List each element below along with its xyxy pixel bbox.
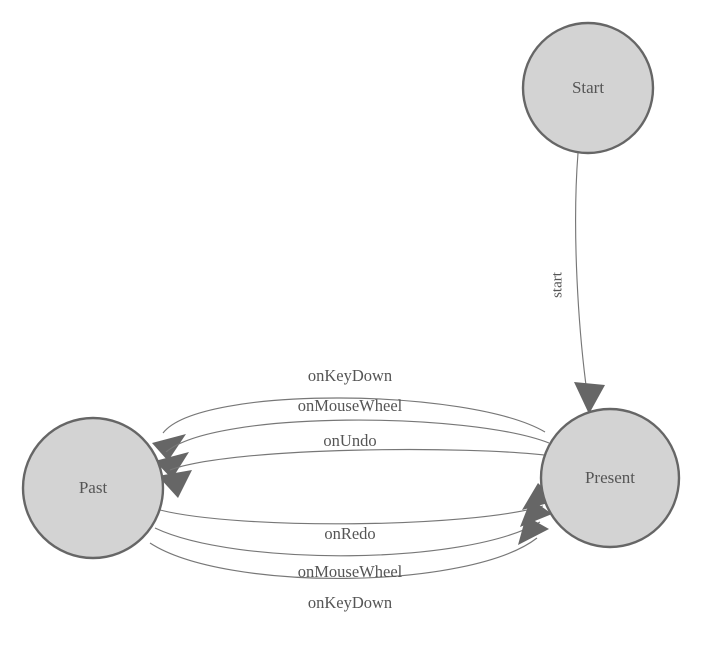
node-past-label: Past	[79, 478, 108, 497]
node-present-circle	[539, 407, 681, 549]
edge-past-to-present-onkeydown-path	[149, 537, 538, 579]
node-past-circle	[21, 416, 165, 560]
node-present-label: Present	[585, 468, 635, 487]
arrowhead-into-past-3	[158, 470, 192, 498]
arrowhead-into-past-2	[155, 452, 189, 479]
edge-present-to-past-onkeydown[interactable]	[152, 397, 546, 461]
node-start[interactable]: Start	[521, 21, 655, 155]
arrowhead-into-present-3	[518, 516, 549, 545]
edge-present-to-past-onundo[interactable]	[158, 448, 553, 498]
edge-label-past-present-onkeydown: onKeyDown	[308, 593, 392, 612]
arrowhead-into-present-top	[574, 382, 605, 414]
edge-past-to-present-onredo[interactable]	[159, 483, 556, 525]
edge-present-to-past-onkeydown-path	[162, 397, 546, 434]
edge-label-present-past-onkeydown: onKeyDown	[308, 366, 392, 385]
edge-present-to-past-onmousewheel-path	[165, 419, 550, 453]
edge-past-to-present-onkeydown[interactable]	[149, 516, 549, 579]
node-start-circle	[521, 21, 655, 155]
edge-label-start: start	[549, 271, 565, 298]
edge-present-to-past-onmousewheel[interactable]	[155, 419, 550, 479]
edge-label-past-present-onmousewheel: onMouseWheel	[298, 562, 403, 581]
edge-present-to-past-onundo-path	[169, 448, 553, 471]
edge-label-past-present-onredo: onRedo	[324, 524, 375, 543]
node-present[interactable]: Present	[539, 407, 681, 549]
edge-start-to-present-path	[575, 152, 589, 401]
edge-past-to-present-onmousewheel-path	[154, 521, 541, 557]
node-start-label: Start	[572, 78, 604, 97]
arrowhead-into-past-1	[152, 434, 186, 461]
edge-label-present-past-onmousewheel: onMouseWheel	[298, 396, 403, 415]
node-past[interactable]: Past	[21, 416, 165, 560]
edge-start-to-present[interactable]	[574, 152, 605, 414]
edge-past-to-present-onredo-path	[159, 505, 544, 525]
edge-label-present-past-onundo: onUndo	[323, 431, 376, 450]
